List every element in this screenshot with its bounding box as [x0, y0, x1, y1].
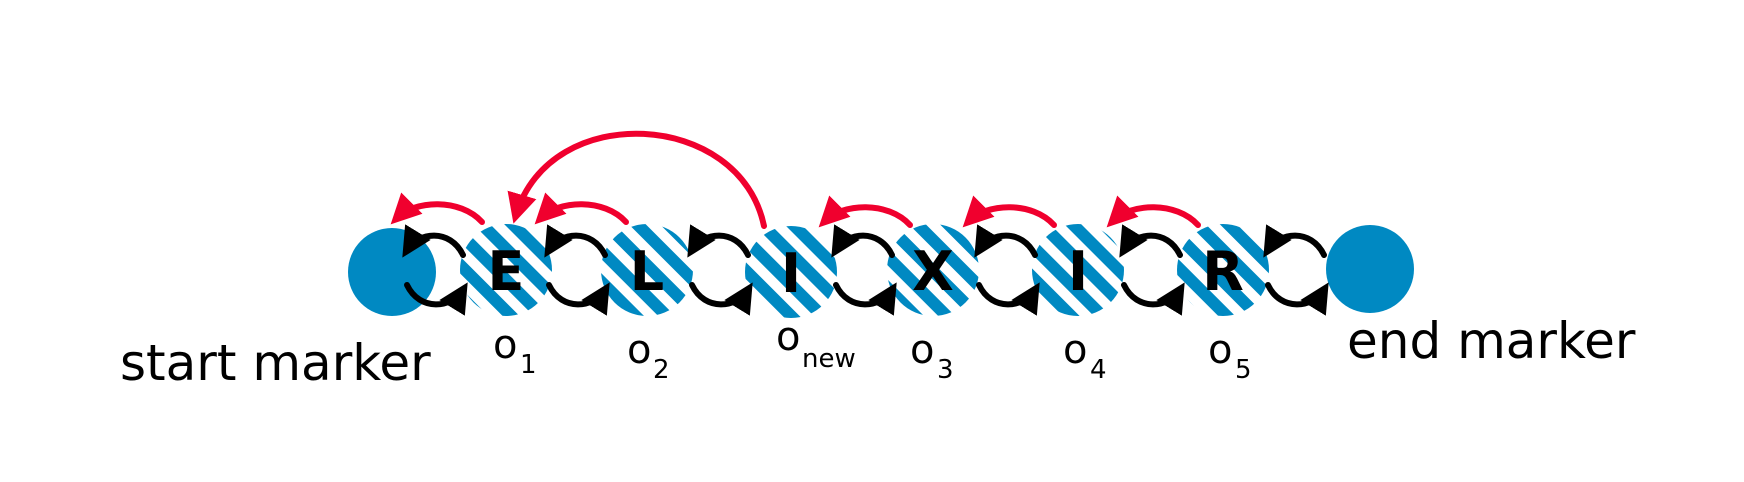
backward-links	[402, 224, 1327, 258]
svg-text:1: 1	[520, 350, 537, 380]
node-e: E	[460, 224, 552, 316]
node-label-o3: o 3	[910, 327, 954, 385]
start-marker-label: start marker	[120, 334, 431, 392]
node-label-o5: o 5	[1208, 327, 1252, 385]
node-label-o4: o 4	[1063, 327, 1107, 385]
node-label-o1: o 1	[493, 322, 537, 380]
svg-text:o: o	[910, 327, 934, 373]
node-letter: E	[488, 240, 525, 303]
node-i: I	[1032, 224, 1124, 316]
node-letter: I	[781, 242, 801, 305]
svg-text:3: 3	[937, 355, 954, 385]
end-marker-node	[1326, 225, 1414, 313]
svg-text:o: o	[627, 327, 651, 373]
node-r: R	[1177, 224, 1269, 316]
node-letter: L	[630, 240, 664, 303]
node-label-onew: o new	[776, 314, 856, 374]
svg-text:new: new	[802, 344, 856, 374]
end-marker-label: end marker	[1347, 312, 1636, 370]
node-letter: R	[1202, 240, 1244, 303]
node-l: L	[601, 224, 693, 316]
forward-links	[404, 282, 1329, 316]
red-links	[390, 130, 1201, 229]
svg-text:o: o	[1208, 327, 1232, 373]
node-x: X	[887, 224, 979, 316]
svg-text:2: 2	[653, 355, 670, 385]
svg-text:o: o	[1063, 327, 1087, 373]
node-letter: I	[1068, 240, 1088, 303]
node-letter: X	[912, 240, 954, 303]
node-i-new: I	[745, 226, 837, 318]
node-label-o2: o 2	[627, 327, 670, 385]
svg-text:o: o	[493, 322, 517, 368]
svg-text:4: 4	[1090, 355, 1107, 385]
svg-text:o: o	[776, 314, 800, 360]
svg-text:5: 5	[1235, 355, 1252, 385]
